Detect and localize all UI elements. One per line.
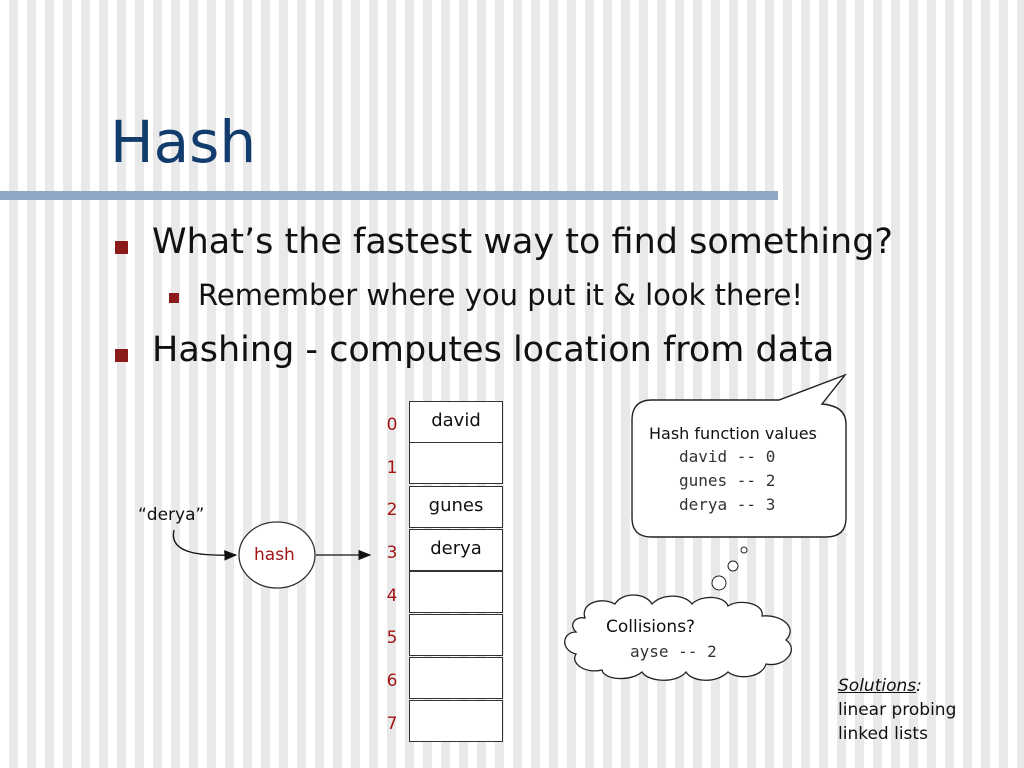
table-cell: david [409,401,503,443]
solutions-note: Solutions: linear probing linked lists [838,674,956,746]
solution-item: linear probing [838,700,957,720]
table-index: 1 [386,458,398,478]
hash-function-title: Hash function values [649,424,817,443]
table-cell: derya [409,529,503,571]
hash-function-line: gunes -- 2 [679,471,776,490]
thought-dot-large [711,575,727,591]
collisions-line: ayse -- 2 [630,642,717,661]
table-index: 6 [386,671,398,691]
bullet-square-icon [115,349,128,362]
table-index: 4 [386,586,398,606]
hash-function-bubble [631,373,848,538]
input-label: “derya” [138,505,205,525]
solutions-colon: : [916,676,922,696]
table-cell [409,442,503,484]
bullet-1-text: What’s the fastest way to find something… [152,222,893,262]
hash-function-line: david -- 0 [679,447,776,466]
table-index: 2 [386,500,398,520]
table-cell: gunes [409,486,503,528]
bullet-2-text: Hashing - computes location from data [152,330,835,370]
solutions-heading: Solutions [838,676,917,696]
table-cell [409,571,503,613]
bullet-square-icon [169,293,179,303]
hash-circle [238,521,316,589]
solution-item: linked lists [838,724,928,744]
input-arrow [172,529,238,561]
sub-bullet-1-text: Remember where you put it & look there! [198,278,803,312]
table-cell [409,700,503,742]
table-cell [409,614,503,656]
table-index: 0 [386,415,398,435]
hash-function-line: derya -- 3 [679,495,776,514]
slide-title: Hash [110,108,257,176]
title-divider [0,191,778,200]
collisions-cloud [564,594,792,681]
table-cell [409,657,503,699]
table-index: 3 [386,543,398,563]
bullet-square-icon [115,241,128,254]
table-index: 7 [386,714,398,734]
hash-label: hash [254,545,295,565]
collisions-title: Collisions? [606,617,696,637]
sub-bullet-1: Remember where you put it & look there! [169,278,803,312]
bullet-2: Hashing - computes location from data [115,330,835,370]
table-index: 5 [386,628,398,648]
bullet-1: What’s the fastest way to find something… [115,222,893,262]
thought-dot-small [740,546,748,554]
thought-dot-medium [727,560,739,572]
